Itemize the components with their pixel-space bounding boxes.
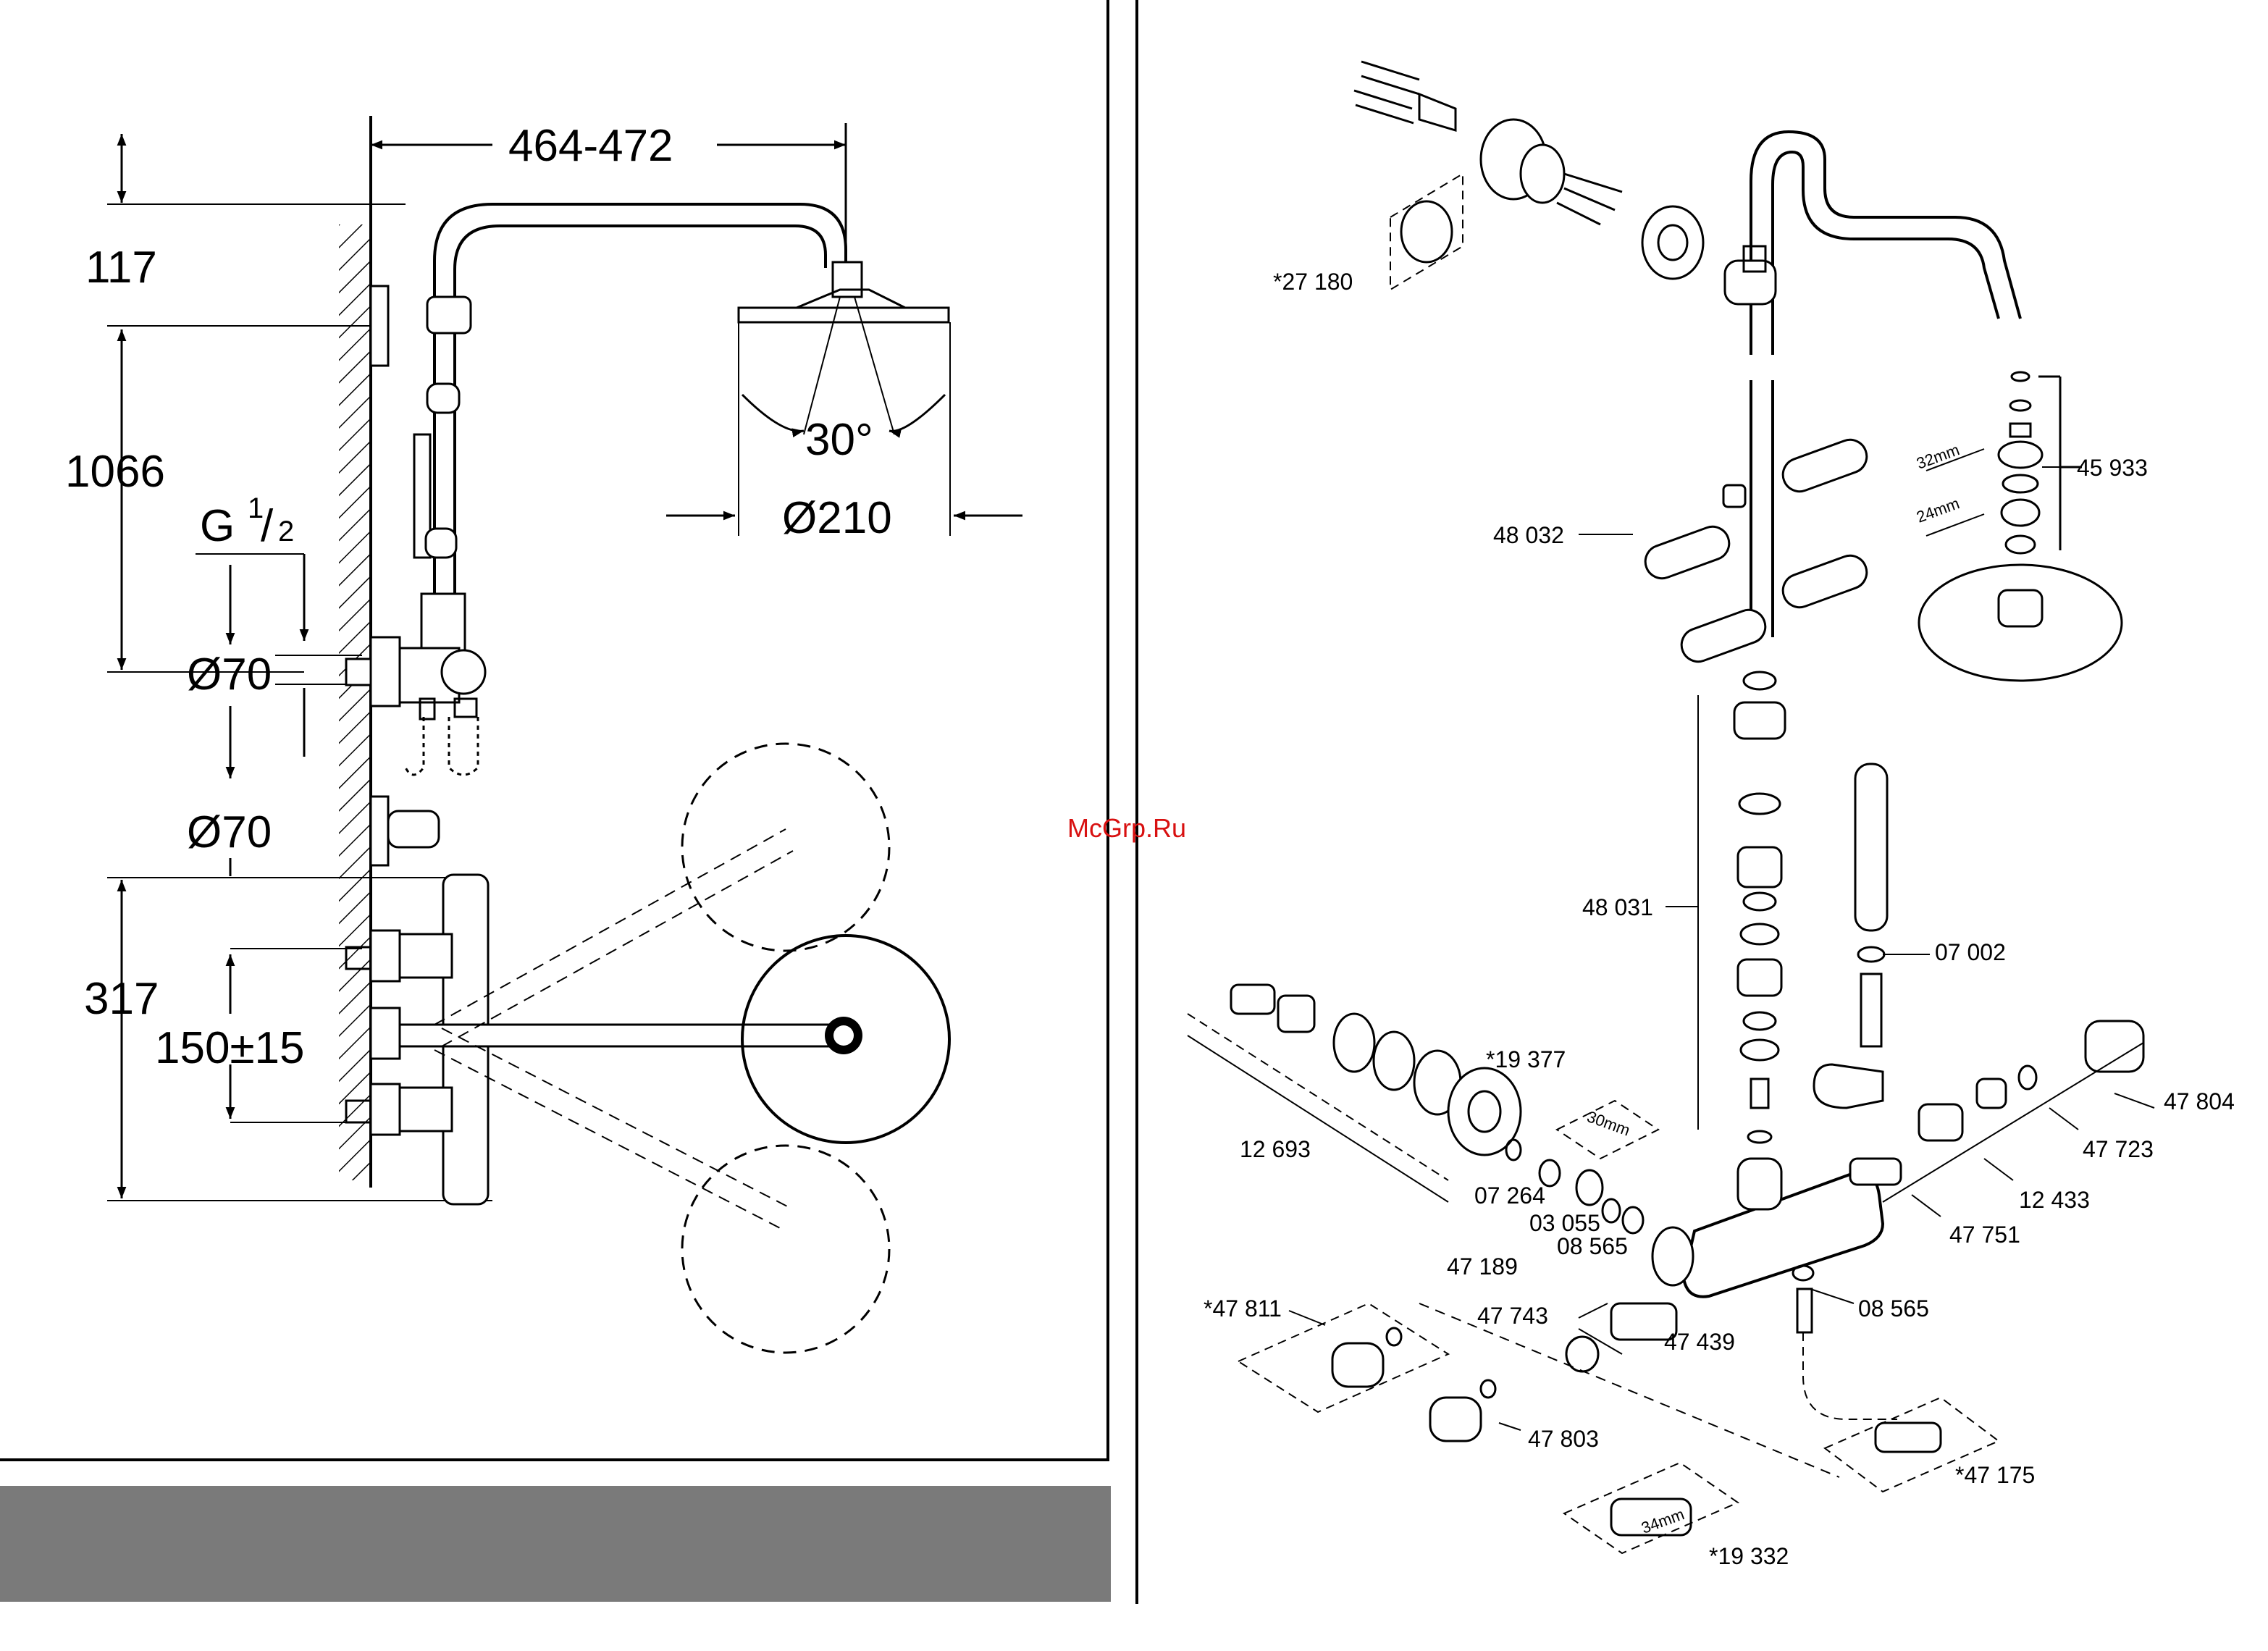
dim-spray-angle: 30° (805, 415, 873, 465)
part-label-24mm: 24mm (1914, 494, 1962, 526)
part-label-47175: *47 175 (1955, 1462, 2035, 1488)
wall-hatch (339, 224, 369, 1180)
part-label-47189: 47 189 (1447, 1253, 1518, 1280)
dim-thread-g: G (200, 501, 235, 551)
dim-inlet-spacing: 150±15 (155, 1023, 304, 1073)
dim-head-diameter: Ø210 (782, 493, 892, 543)
part-label-19377: *19 377 (1486, 1046, 1566, 1072)
watermark-text: McGrp.Ru (1067, 813, 1186, 843)
part-label-47804: 47 804 (2164, 1088, 2235, 1114)
part-label-12693: 12 693 (1240, 1136, 1311, 1162)
part-label-07002: 07 002 (1935, 939, 2006, 965)
part-label-45933: 45 933 (2077, 455, 2148, 481)
part-label-48031: 48 031 (1582, 894, 1653, 920)
part-label-27180: *27 180 (1273, 269, 1353, 295)
part-label-19332: *19 332 (1709, 1543, 1789, 1569)
part-label-08565-right: 08 565 (1858, 1295, 1929, 1322)
part-label-47811: *47 811 (1204, 1295, 1282, 1322)
part-label-48032: 48 032 (1493, 522, 1564, 548)
part-label-03055: 03 055 (1529, 1210, 1600, 1236)
part-label-47751: 47 751 (1949, 1222, 2020, 1248)
part-label-47743: 47 743 (1477, 1303, 1548, 1329)
part-label-47803: 47 803 (1528, 1426, 1599, 1452)
dim-mixer-height: 317 (84, 974, 159, 1024)
part-label-07264: 07 264 (1474, 1182, 1545, 1209)
part-label-08565-left: 08 565 (1557, 1233, 1628, 1259)
dim-inlet-diameter-1: Ø70 (187, 650, 272, 700)
dim-inlet-diameter-2: Ø70 (187, 807, 272, 857)
part-label-47439: 47 439 (1664, 1329, 1735, 1355)
part-label-12433: 12 433 (2019, 1187, 2090, 1213)
dimension-drawing (107, 116, 1022, 1353)
dim-thread-slash: / (261, 501, 274, 551)
dim-height-column: 1066 (65, 447, 165, 497)
part-label-30mm: 30mm (1584, 1107, 1632, 1139)
part-label-47723: 47 723 (2083, 1136, 2154, 1162)
dim-width-range: 464-472 (508, 121, 673, 171)
part-label-32mm: 32mm (1914, 440, 1962, 472)
dim-thread-denominator: 2 (278, 516, 294, 547)
dim-height-top: 117 (85, 243, 157, 293)
